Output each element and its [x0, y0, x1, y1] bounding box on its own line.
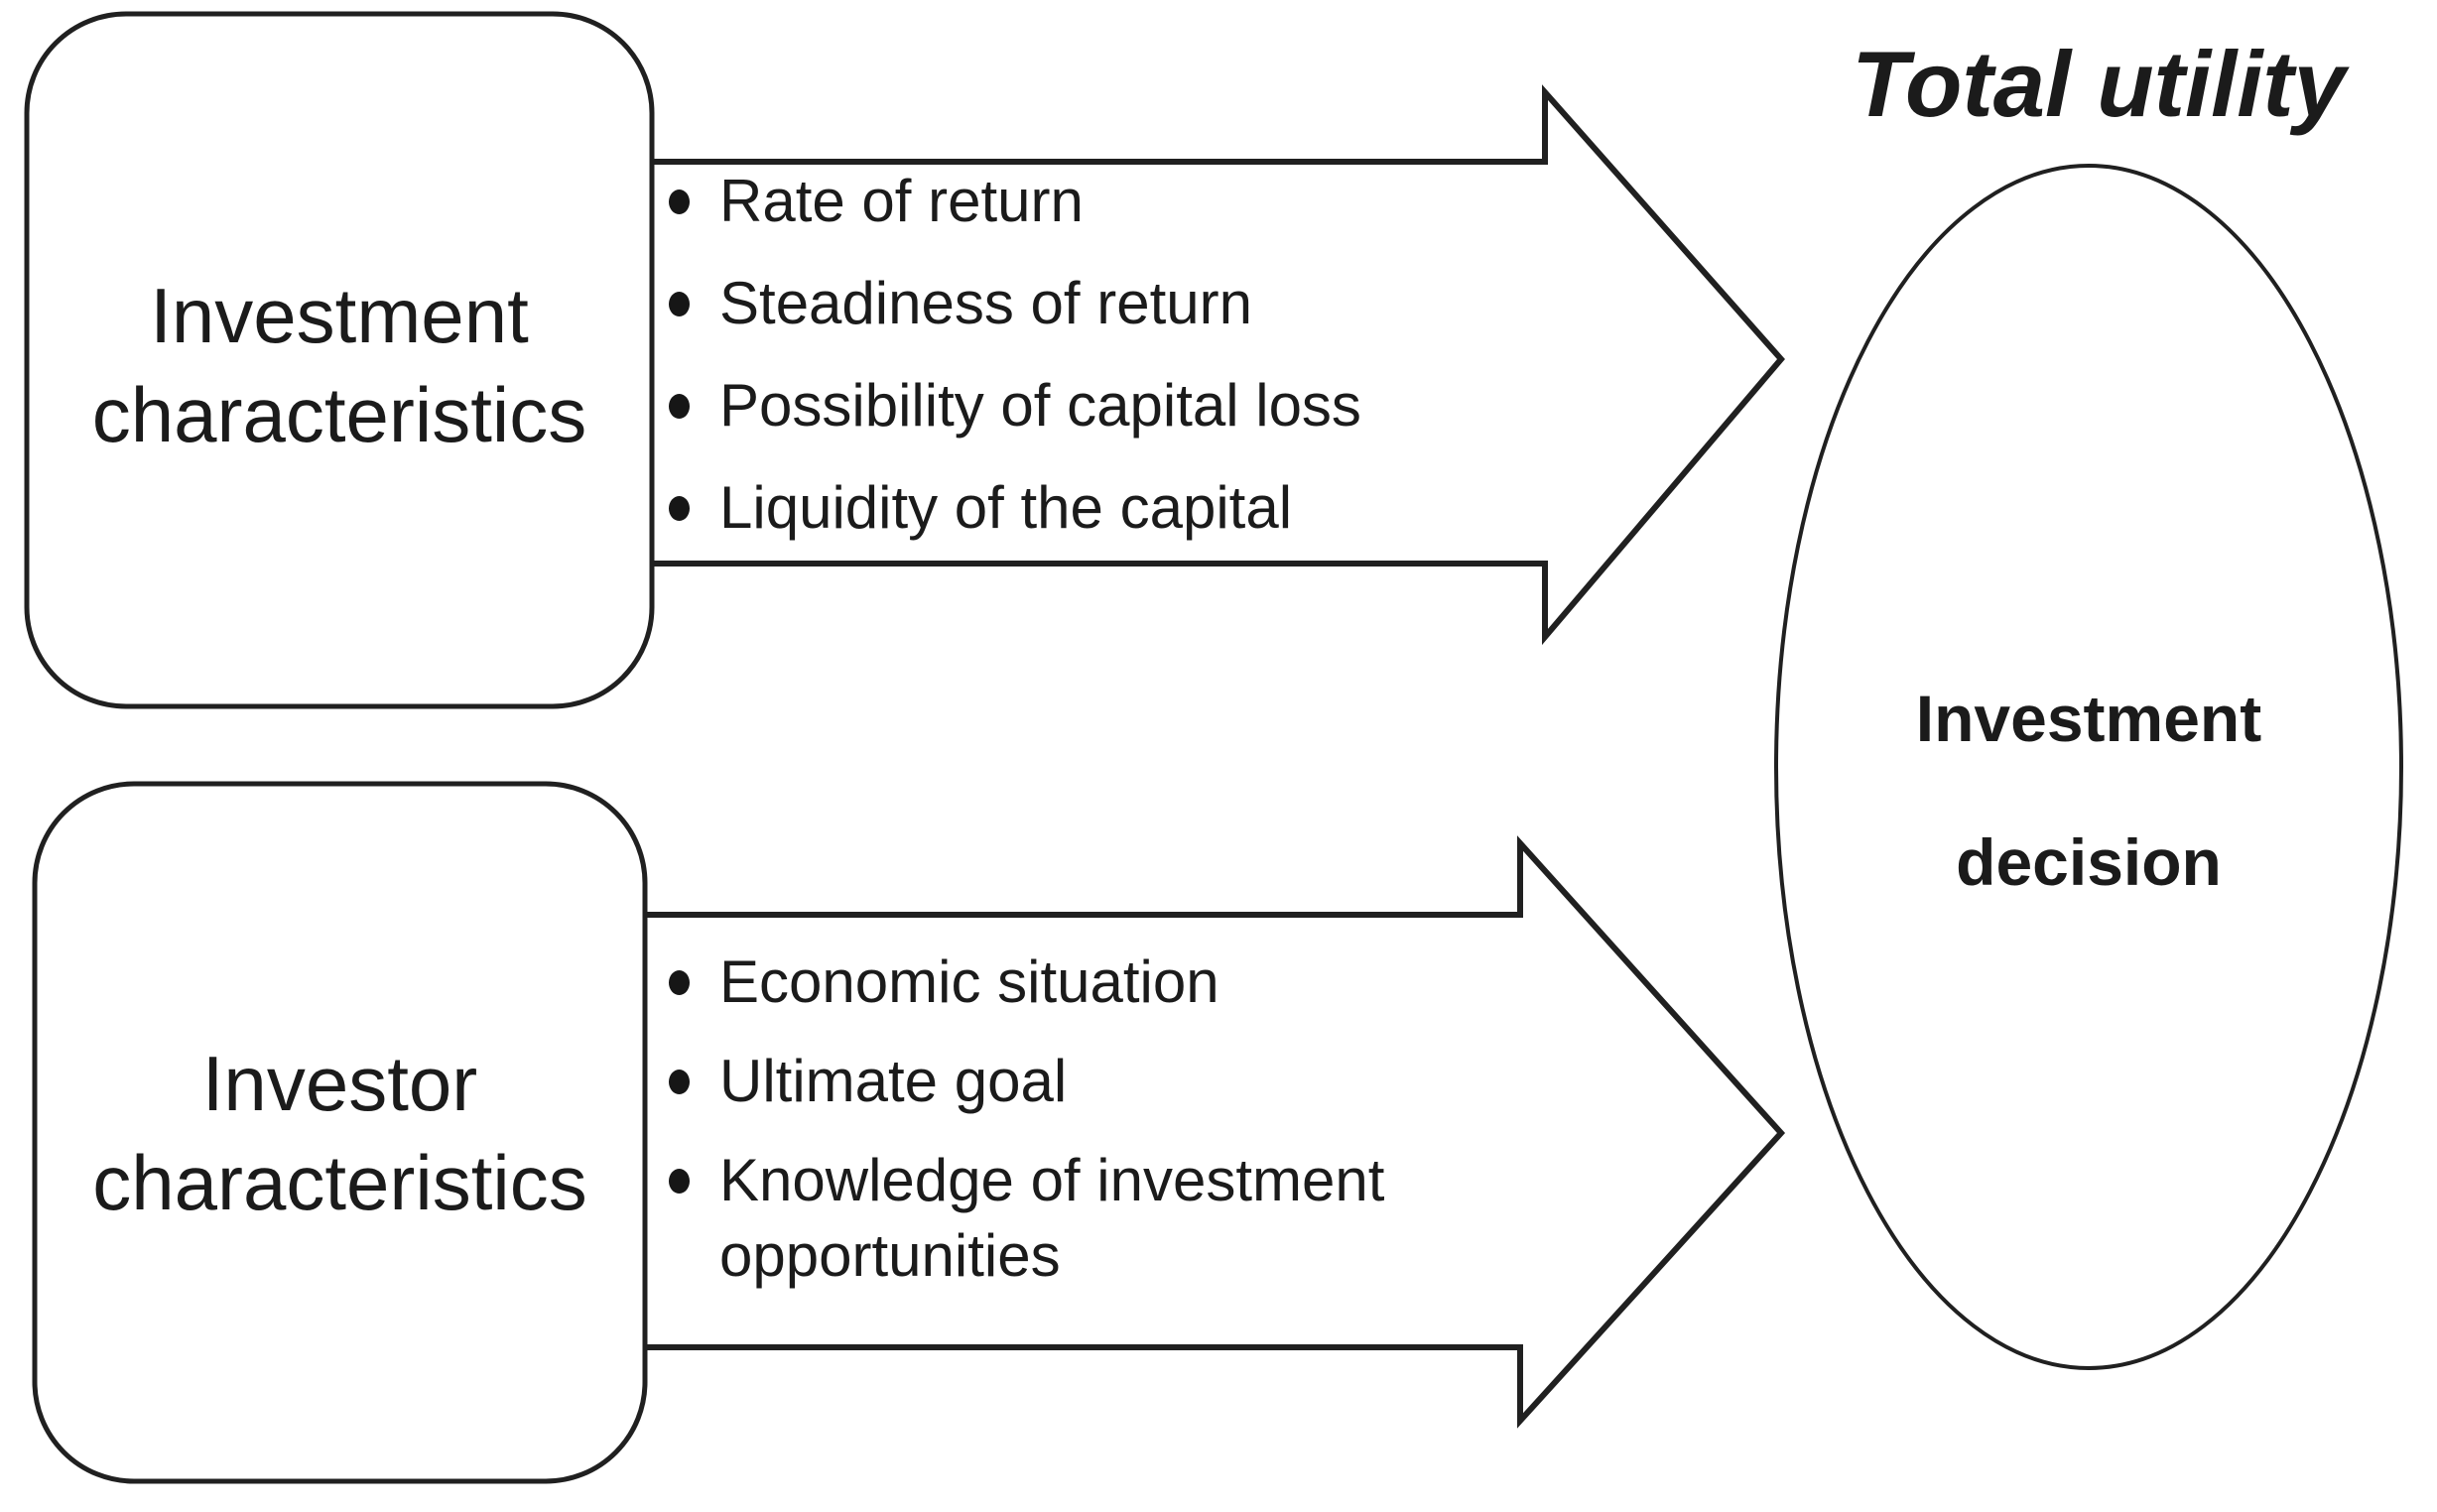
- list-item: Knowledge of investment opportunities: [657, 1143, 1560, 1294]
- investor-factors-list: Economic situation Ultimate goal Knowled…: [657, 945, 1560, 1318]
- bullet-dot-icon: [669, 970, 690, 995]
- investment-to-decision-arrow: [632, 84, 1785, 646]
- list-item: Ultimate goal: [657, 1044, 1560, 1119]
- investor-characteristics-label: Investor characteristics: [92, 1040, 587, 1226]
- investment-characteristics-label: Investment characteristics: [91, 272, 587, 458]
- list-item: Liquidity of the capital: [657, 470, 1560, 546]
- bullet-dot-icon: [669, 189, 690, 214]
- investment-decision-ellipse: [1774, 164, 2403, 1370]
- page-title: Total utility: [1852, 32, 2346, 136]
- list-item-label: Liquidity of the capital: [719, 474, 1293, 541]
- bullet-dot-icon: [669, 1070, 690, 1094]
- list-item: Rate of return: [657, 164, 1560, 239]
- bullet-dot-icon: [669, 1169, 690, 1194]
- list-item: Economic situation: [657, 945, 1560, 1020]
- bullet-dot-icon: [669, 394, 690, 419]
- investment-characteristics-box: [24, 11, 655, 709]
- investment-decision-label: Investment decision: [1915, 682, 2262, 899]
- list-item-label: Economic situation: [719, 948, 1219, 1015]
- list-item: Steadiness of return: [657, 266, 1560, 341]
- list-item-label: Ultimate goal: [719, 1048, 1068, 1114]
- investor-to-decision-arrow: [632, 835, 1786, 1429]
- bullet-dot-icon: [669, 496, 690, 521]
- list-item-label: Knowledge of investment opportunities: [719, 1147, 1385, 1289]
- bullet-dot-icon: [669, 292, 690, 316]
- list-item-label: Possibility of capital loss: [719, 372, 1361, 439]
- list-item: Possibility of capital loss: [657, 368, 1560, 443]
- list-item-label: Rate of return: [719, 168, 1084, 234]
- list-item-label: Steadiness of return: [719, 270, 1252, 336]
- investor-characteristics-box: [32, 781, 648, 1484]
- investment-factors-list: Rate of return Steadiness of return Poss…: [657, 164, 1560, 572]
